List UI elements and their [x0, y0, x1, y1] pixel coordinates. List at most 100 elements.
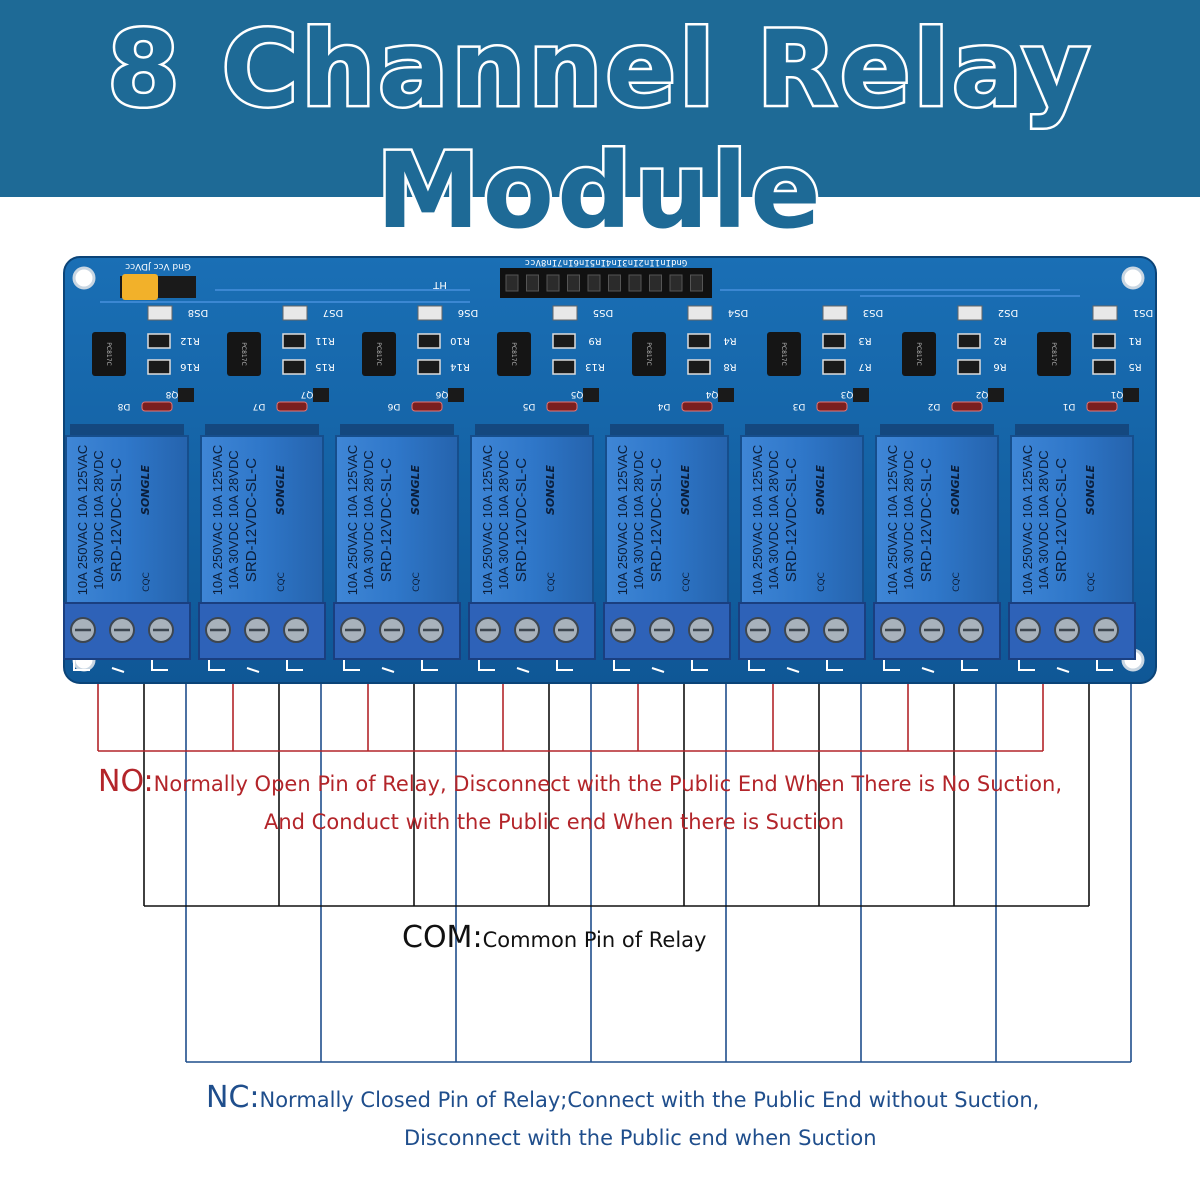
- resistor-label: R11: [315, 335, 335, 346]
- relay-base: [1015, 424, 1129, 438]
- relay-base: [70, 424, 184, 438]
- flyback-diode: [816, 401, 848, 412]
- relay-rating-1: 10A 250VAC 10A 125VAC: [885, 445, 900, 596]
- header-pin: [669, 274, 683, 292]
- relay-cert: CQC: [817, 572, 827, 592]
- relay-rating-1: 10A 250VAC 10A 125VAC: [615, 445, 630, 596]
- resistor-label: R3: [858, 335, 871, 346]
- resistor: [147, 333, 171, 349]
- relay-body: [200, 435, 324, 605]
- com-key: COM:: [402, 920, 483, 955]
- terminal-marking: [883, 660, 978, 673]
- terminal-marking: [208, 660, 303, 673]
- resistor: [687, 333, 711, 349]
- resistor-label: R13: [585, 361, 605, 372]
- resistor: [552, 359, 576, 375]
- led-label: DS1: [1133, 307, 1153, 318]
- relay-rating-2: 10A 30VDC 10A 28VDC: [1036, 450, 1051, 589]
- flyback-diode: [546, 401, 578, 412]
- relay-body: [335, 435, 459, 605]
- nc-key: NC:: [206, 1080, 260, 1115]
- resistor: [957, 359, 981, 375]
- resistor: [417, 359, 441, 375]
- optocoupler-label: PC817C: [645, 342, 652, 365]
- diode-label: D4: [657, 401, 670, 411]
- transistor-label: Q1: [1111, 389, 1124, 399]
- diode-label: D5: [523, 401, 536, 411]
- resistor-label: R4: [723, 335, 736, 346]
- transistor: [718, 388, 734, 402]
- transistor: [988, 388, 1004, 402]
- diode-label: D7: [253, 401, 266, 411]
- relay-model: SRD-12VDC-SL-C: [918, 458, 935, 582]
- relay-rating-1: 10A 250VAC 10A 125VAC: [1020, 445, 1035, 596]
- relay-base: [610, 424, 724, 438]
- resistor-label: R7: [858, 361, 871, 372]
- relay-rating-2: 10A 30VDC 10A 28VDC: [91, 450, 106, 589]
- transistor-label: Q3: [841, 389, 854, 399]
- relay-rating-1: 10A 250VAC 10A 125VAC: [345, 445, 360, 596]
- led-label: DS8: [188, 307, 208, 318]
- optocoupler-label: PC817C: [915, 342, 922, 365]
- header-label: HT: [432, 279, 447, 290]
- pcb-trace: [100, 289, 1080, 303]
- com-description: Common Pin of Relay: [482, 928, 707, 952]
- relay-base: [205, 424, 319, 438]
- diode-label: D2: [928, 401, 941, 411]
- relay-model: SRD-12VDC-SL-C: [108, 458, 125, 582]
- transistor: [853, 388, 869, 402]
- resistor-label: R14: [450, 361, 470, 372]
- mounting-hole: [72, 266, 96, 290]
- resistor: [147, 359, 171, 375]
- jumper-cap: [122, 274, 158, 300]
- resistor-label: R2: [993, 335, 1006, 346]
- relay-rating-2: 10A 30VDC 10A 28VDC: [496, 450, 511, 589]
- relay-brand: SONGLE: [679, 465, 692, 516]
- relay-rating-1: 10A 250VAC 10A 125VAC: [750, 445, 765, 596]
- nc-legend: NC:Normally Closed Pin of Relay;Connect …: [206, 1080, 1039, 1115]
- transistor: [178, 388, 194, 402]
- optocoupler: [497, 332, 531, 376]
- optocoupler-label: PC817C: [1050, 342, 1057, 365]
- terminal-marking: [343, 660, 438, 673]
- optocoupler-label: PC817C: [780, 342, 787, 365]
- relay-model: SRD-12VDC-SL-C: [378, 458, 395, 582]
- resistor-label: R16: [180, 361, 200, 372]
- relay-brand: SONGLE: [409, 465, 422, 516]
- status-led: [417, 305, 443, 321]
- diode-label: D6: [387, 401, 400, 411]
- jumper-label: Gnd Vcc JDVcc: [125, 261, 191, 271]
- optocoupler-label: PC817C: [105, 342, 112, 365]
- optocoupler: [1037, 332, 1071, 376]
- resistor-label: R15: [315, 361, 335, 372]
- flyback-diode: [951, 401, 983, 412]
- relay-rating-2: 10A 30VDC 10A 28VDC: [631, 450, 646, 589]
- status-led: [687, 305, 713, 321]
- relay-base: [475, 424, 589, 438]
- relay-cert: CQC: [1087, 572, 1097, 592]
- transistor-label: Q4: [705, 389, 718, 399]
- resistor: [822, 359, 846, 375]
- optocoupler: [767, 332, 801, 376]
- transistor: [313, 388, 329, 402]
- status-led: [282, 305, 308, 321]
- relay-rating-1: 10A 250VAC 10A 125VAC: [480, 445, 495, 596]
- relay-body: [605, 435, 729, 605]
- nc-description-line2: Disconnect with the Public end when Suct…: [404, 1126, 877, 1150]
- optocoupler-label: PC817C: [240, 342, 247, 365]
- optocoupler-label: PC817C: [510, 342, 517, 365]
- transistor-label: Q7: [301, 389, 314, 399]
- resistor-label: R6: [993, 361, 1006, 372]
- relay-cert: CQC: [952, 572, 962, 592]
- transistor: [583, 388, 599, 402]
- resistor-label: R1: [1128, 335, 1141, 346]
- transistor: [1123, 388, 1139, 402]
